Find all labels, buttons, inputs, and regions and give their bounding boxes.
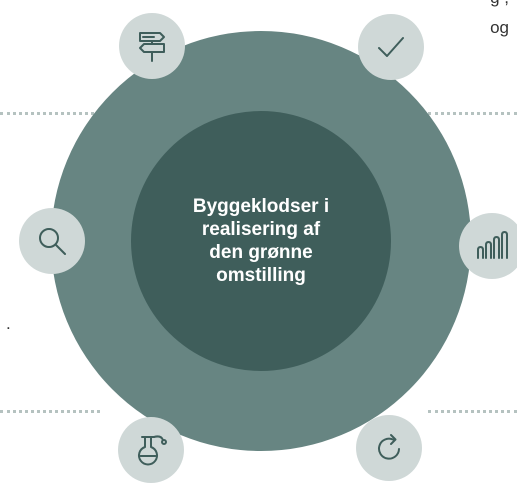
refresh-icon — [378, 434, 400, 460]
node-refresh[interactable] — [356, 415, 422, 481]
dotted-divider-top-left — [0, 112, 100, 115]
magnifier-icon — [39, 228, 66, 255]
node-checkmark[interactable] — [358, 14, 424, 80]
node-signpost[interactable] — [119, 13, 185, 79]
center-title: Byggeklodser i realisering af den grønne… — [192, 196, 330, 286]
signpost-icon — [139, 32, 165, 62]
center-circle: Byggeklodser i realisering af den grønne… — [131, 111, 391, 371]
node-magnifier[interactable] — [19, 208, 85, 274]
dotted-divider-bottom-right — [428, 410, 517, 413]
dotted-divider-bottom-left — [0, 410, 100, 413]
text-fragment-top-right-2: og — [490, 18, 509, 37]
dotted-divider-top-right — [428, 112, 517, 115]
node-flask[interactable] — [118, 417, 184, 483]
text-fragment-top-right-1: g , — [490, 0, 509, 8]
checkmark-icon — [378, 37, 404, 57]
bar-chart-icon — [477, 231, 508, 259]
text-fragment-left: . — [6, 314, 11, 333]
node-bar-chart[interactable] — [459, 213, 517, 279]
flask-icon — [138, 435, 167, 466]
